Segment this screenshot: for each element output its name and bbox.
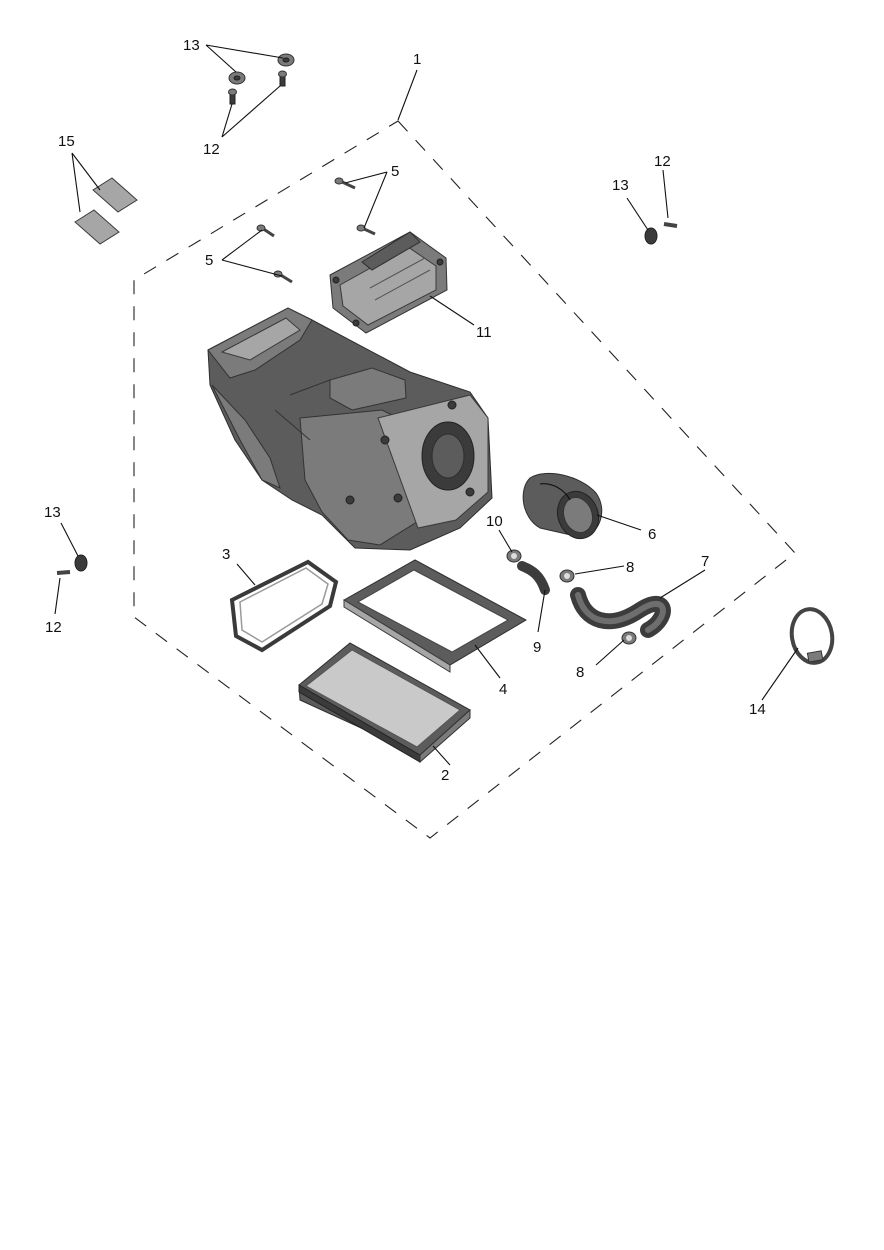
part-12-bolt-left[interactable] bbox=[56, 570, 71, 575]
part-5-screw-left-2[interactable] bbox=[273, 270, 293, 284]
part-4-filter-frame[interactable] bbox=[343, 559, 528, 673]
callout-10: 10 bbox=[486, 513, 503, 530]
part-5-screw-top-2[interactable] bbox=[356, 224, 376, 236]
callout-15: 15 bbox=[58, 133, 75, 150]
callout-13-right: 13 bbox=[612, 177, 629, 194]
callout-12-right: 12 bbox=[654, 153, 671, 170]
leader-lines bbox=[54, 44, 799, 766]
part-10-clip[interactable] bbox=[506, 549, 522, 563]
callout-13-top: 13 bbox=[183, 37, 200, 54]
callout-12-top: 12 bbox=[203, 141, 220, 158]
callout-3: 3 bbox=[222, 546, 230, 563]
part-13-washer-left[interactable] bbox=[74, 554, 88, 572]
part-12-bolt-right[interactable] bbox=[663, 222, 678, 228]
callout-2: 2 bbox=[441, 767, 449, 784]
part-7-breather-hose[interactable] bbox=[570, 587, 671, 638]
part-8-hose-clip-upper[interactable] bbox=[559, 569, 575, 583]
callout-14: 14 bbox=[749, 701, 766, 718]
part-13-washer-top-left[interactable] bbox=[228, 71, 246, 85]
callout-4: 4 bbox=[499, 681, 507, 698]
callout-9: 9 bbox=[533, 639, 541, 656]
callout-5-left: 5 bbox=[205, 252, 213, 269]
part-3-seal-gasket[interactable] bbox=[229, 559, 339, 653]
callout-11: 11 bbox=[476, 324, 492, 341]
part-14-band-clamp[interactable] bbox=[788, 606, 837, 666]
part-12-bolt-top-right[interactable] bbox=[278, 70, 287, 87]
assembly-boundary-dashed bbox=[133, 120, 796, 839]
part-5-screw-top-1[interactable] bbox=[334, 177, 356, 190]
part-2-air-filter[interactable] bbox=[298, 642, 471, 764]
part-9-elbow-hose[interactable] bbox=[517, 561, 550, 595]
part-5-screw-left-1[interactable] bbox=[256, 224, 275, 238]
callout-5-top: 5 bbox=[391, 163, 399, 180]
part-6-intake-boot[interactable] bbox=[522, 472, 605, 544]
part-8-hose-clip-lower[interactable] bbox=[621, 631, 637, 645]
callout-6: 6 bbox=[648, 526, 656, 543]
part-15-adhesive-pads[interactable] bbox=[74, 177, 138, 245]
part-11-bracket[interactable] bbox=[329, 231, 448, 334]
part-13-washer-top-right[interactable] bbox=[277, 53, 295, 67]
callout-8-upper: 8 bbox=[626, 559, 634, 576]
callout-1: 1 bbox=[413, 51, 421, 68]
callout-13-left: 13 bbox=[44, 504, 61, 521]
part-13-washer-right[interactable] bbox=[644, 227, 658, 245]
callout-12-left: 12 bbox=[45, 619, 62, 636]
callout-8-lower: 8 bbox=[576, 664, 584, 681]
part-12-bolt-top-left[interactable] bbox=[228, 88, 237, 105]
airbox-housing[interactable] bbox=[207, 307, 493, 551]
callout-7: 7 bbox=[701, 553, 709, 570]
